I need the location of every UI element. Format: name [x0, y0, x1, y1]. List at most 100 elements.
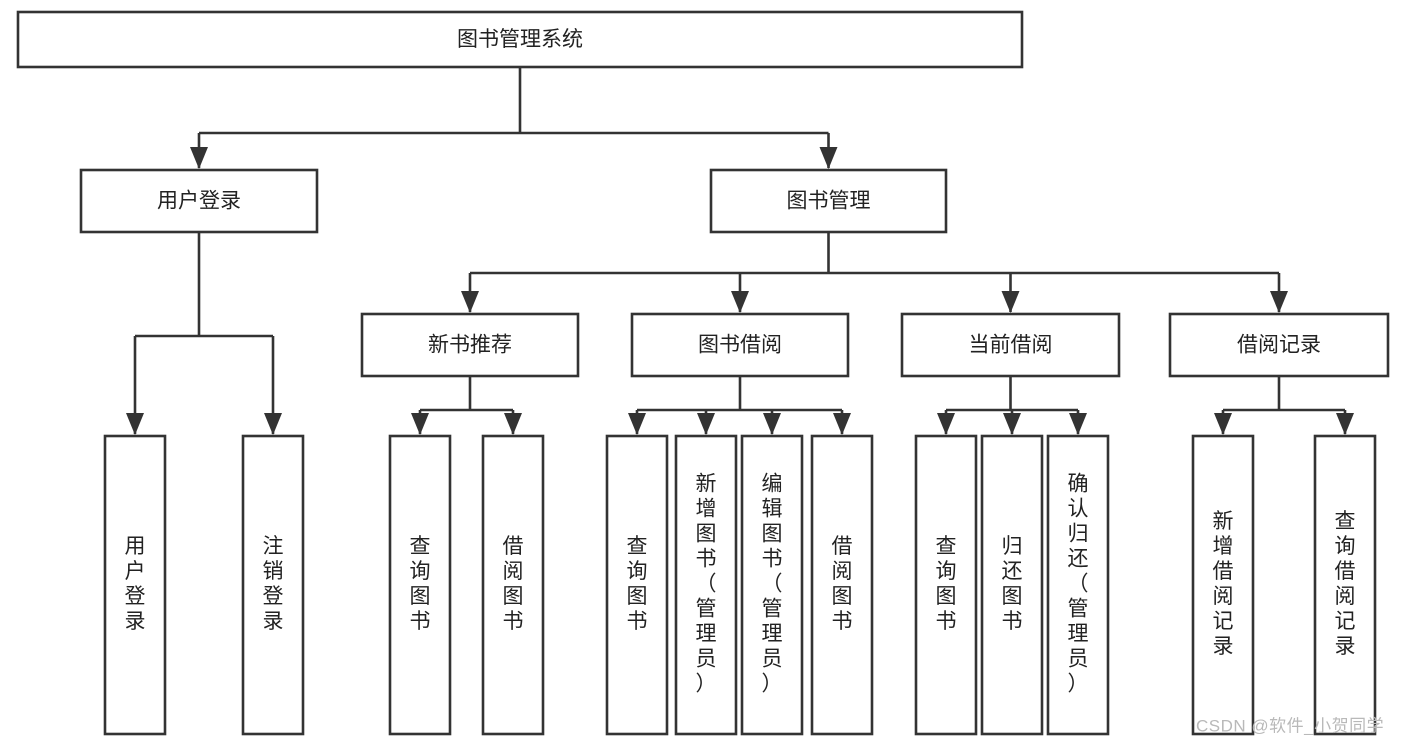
node-label-leaf-user-login: 用户登录 [125, 535, 146, 633]
svg-text:书: 书 [762, 548, 783, 571]
node-box-book-manage[interactable] [709, 168, 948, 234]
node-leaf-user-login[interactable]: 用户登录 [103, 434, 167, 736]
node-box-borrow-record[interactable] [1168, 312, 1390, 378]
node-box-leaf-confirm-return[interactable] [1046, 434, 1110, 736]
node-user-login[interactable]: 用户登录 [79, 168, 319, 234]
svg-text:借: 借 [1335, 560, 1356, 583]
svg-text:阅: 阅 [1213, 585, 1234, 608]
node-label-root: 图书管理系统 [457, 28, 583, 51]
node-book-borrow[interactable]: 图书借阅 [630, 312, 850, 378]
node-box-leaf-add-borrow-record[interactable] [1191, 434, 1255, 736]
svg-text:查: 查 [627, 535, 648, 558]
svg-text:员: 员 [762, 648, 783, 671]
node-box-book-borrow[interactable] [630, 312, 850, 378]
svg-text:）: ） [696, 673, 717, 696]
svg-text:图: 图 [696, 523, 717, 546]
svg-text:辑: 辑 [762, 498, 783, 521]
svg-text:询: 询 [410, 560, 431, 583]
svg-text:员: 员 [1068, 648, 1089, 671]
svg-text:认: 认 [1068, 498, 1089, 521]
arrow-head-icon-leaf-query-book-borrow [628, 413, 646, 435]
svg-text:图: 图 [1002, 585, 1023, 608]
node-label-current-borrow: 当前借阅 [969, 334, 1053, 357]
node-box-leaf-edit-book[interactable] [740, 434, 804, 736]
svg-text:录: 录 [263, 610, 284, 633]
arrow-head-icon-leaf-borrow-book [833, 413, 851, 435]
svg-text:图: 图 [627, 585, 648, 608]
svg-text:用: 用 [125, 535, 146, 558]
svg-text:图: 图 [936, 585, 957, 608]
svg-text:还: 还 [1068, 548, 1089, 571]
svg-text:还: 还 [1002, 560, 1023, 583]
node-box-leaf-user-logout[interactable] [241, 434, 305, 736]
svg-text:理: 理 [762, 623, 783, 646]
svg-text:图: 图 [832, 585, 853, 608]
svg-text:询: 询 [627, 560, 648, 583]
svg-text:借: 借 [832, 535, 853, 558]
node-borrow-record[interactable]: 借阅记录 [1168, 312, 1390, 378]
arrow-head-icon-leaf-add-borrow-record [1214, 413, 1232, 435]
node-root[interactable]: 图书管理系统 [16, 10, 1024, 69]
node-box-leaf-borrow-book-rec[interactable] [481, 434, 545, 736]
node-label-user-login: 用户登录 [157, 190, 241, 213]
svg-text:记: 记 [1213, 610, 1234, 633]
arrow-head-icon-borrow-record [1270, 291, 1288, 313]
node-box-root[interactable] [16, 10, 1024, 69]
arrow-head-icon-current-borrow [1001, 291, 1020, 313]
node-box-leaf-query-book-current[interactable] [914, 434, 978, 736]
node-box-leaf-borrow-book[interactable] [810, 434, 874, 736]
node-box-leaf-query-book-borrow[interactable] [605, 434, 669, 736]
node-current-borrow[interactable]: 当前借阅 [900, 312, 1121, 378]
node-box-user-login[interactable] [79, 168, 319, 234]
node-box-current-borrow[interactable] [900, 312, 1121, 378]
node-box-new-book-rec[interactable] [360, 312, 580, 378]
node-box-leaf-query-borrow-record[interactable] [1313, 434, 1377, 736]
svg-text:图: 图 [762, 523, 783, 546]
svg-text:录: 录 [1213, 635, 1234, 658]
svg-text:查: 查 [410, 535, 431, 558]
arrow-head-icon-leaf-return-book [1003, 413, 1021, 435]
svg-text:销: 销 [263, 560, 284, 583]
node-new-book-rec[interactable]: 新书推荐 [360, 312, 580, 378]
node-box-leaf-add-book[interactable] [674, 434, 738, 736]
svg-text:增: 增 [696, 498, 717, 521]
svg-text:书: 书 [410, 610, 431, 633]
arrow-head-icon-leaf-user-login [126, 413, 144, 435]
svg-text:阅: 阅 [503, 560, 524, 583]
arrow-head-icon-new-book-rec [461, 291, 479, 313]
svg-text:新: 新 [1213, 510, 1234, 533]
node-box-leaf-return-book[interactable] [980, 434, 1044, 736]
svg-text:管: 管 [1068, 598, 1089, 621]
node-box-leaf-user-login[interactable] [103, 434, 167, 736]
svg-text:登: 登 [263, 585, 284, 608]
node-book-manage[interactable]: 图书管理 [709, 168, 948, 234]
svg-text:增: 增 [1213, 535, 1234, 558]
arrow-head-icon-leaf-edit-book [763, 413, 781, 435]
svg-text:图: 图 [410, 585, 431, 608]
svg-text:查: 查 [1335, 510, 1356, 533]
svg-text:询: 询 [936, 560, 957, 583]
node-box-leaf-query-book-rec[interactable] [388, 434, 452, 736]
